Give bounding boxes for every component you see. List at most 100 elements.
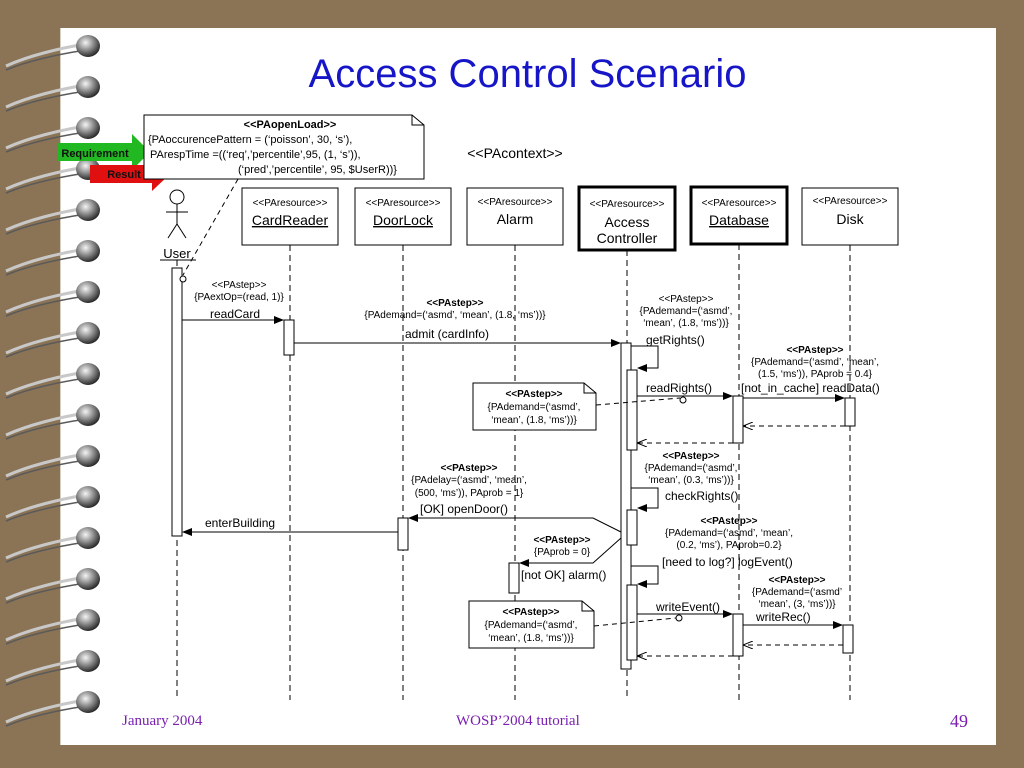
alarm-label: [not OK] alarm() (521, 568, 606, 582)
svg-text:<<PAstep>>: <<PAstep>> (440, 463, 497, 474)
openload-line2: PArespTime =((‘req’,’percentile’,95, (1,… (150, 149, 361, 161)
openload-line1: {PAoccurencePattern = (‘poisson’, 30, ‘s… (148, 134, 352, 146)
svg-text:{PAdelay=(‘asmd’, ‘mean’,: {PAdelay=(‘asmd’, ‘mean’, (411, 475, 527, 486)
binding-ring-bead (76, 363, 100, 385)
slide-title: Access Control Scenario (308, 52, 747, 96)
opendoor-arrow (408, 514, 622, 533)
lifeline-access-controller: <<PAresource>> Access Controller (577, 185, 677, 252)
step-annotation-readcard: <<PAstep>> {PAextOp=(read, 1)} (194, 280, 284, 303)
doorlock-name: DoorLock (373, 212, 434, 228)
access-controller-name: Access (604, 214, 649, 230)
doorlock-stereotype: <<PAresource>> (366, 198, 441, 209)
svg-text:{PAdemand=(‘asmd’,: {PAdemand=(‘asmd’, (640, 306, 733, 317)
svg-text:<<PAstep>>: <<PAstep>> (768, 575, 825, 586)
user-actor: User (160, 189, 196, 261)
writerec-label: writeRec() (755, 610, 811, 624)
step-annotation-readdata: <<PAstep>> {PAdemand=(‘asmd’, ‘mean’, (1… (751, 345, 879, 380)
getrights-label: getRights() (646, 333, 705, 347)
svg-text:<<PAstep>>: <<PAstep>> (505, 389, 562, 400)
step-annotation-getrights: <<PAstep>> {PAdemand=(‘asmd’, ‘mean’, (1… (640, 294, 733, 329)
openload-stereotype: <<PAopenLoad>> (244, 119, 337, 131)
svg-text:{PAdemand=(‘asmd’, ‘mean’,: {PAdemand=(‘asmd’, ‘mean’, (665, 528, 793, 539)
step-note-readrights: <<PAstep>> {PAdemand=(‘asmd’, ‘mean’, (1… (472, 382, 597, 431)
step-annotation-checkrights: <<PAstep>> {PAdemand=(‘asmd’, ‘mean’, (0… (645, 451, 738, 486)
writeevent-label: writeEvent() (655, 600, 720, 614)
svg-text:<<PAstep>>: <<PAstep>> (659, 294, 714, 305)
lifeline-database: <<PAresource>> Database (689, 185, 789, 246)
database-activation-1 (732, 395, 744, 444)
svg-text:‘mean’, (1.8, ‘ms’))}: ‘mean’, (1.8, ‘ms’))} (643, 318, 729, 329)
binding-ring-bead (76, 35, 100, 57)
checkrights-arrow (631, 487, 659, 512)
checkrights-label: checkRights() (665, 489, 738, 503)
svg-text:<<PAstep>>: <<PAstep>> (212, 280, 267, 291)
svg-text:<<PAstep>>: <<PAstep>> (533, 535, 590, 546)
step-annotation-logevent: <<PAstep>> {PAdemand=(‘asmd’, ‘mean’, (0… (665, 516, 793, 551)
lifeline-doorlock: <<PAresource>> DoorLock (354, 187, 452, 246)
readcard-label: readCard (210, 307, 260, 321)
opendoor-label: [OK] openDoor() (420, 502, 508, 516)
openload-note: <<PAopenLoad>> {PAoccurencePattern = (‘p… (143, 114, 425, 180)
svg-text:{PAdemand=(‘asmd’, ‘mean’,: {PAdemand=(‘asmd’, ‘mean’, (751, 357, 879, 368)
admit-label: admit (cardInfo) (405, 327, 489, 341)
svg-text:{PAdemand=(‘asmd’,: {PAdemand=(‘asmd’, (488, 402, 581, 413)
svg-text:(1.5, ‘ms’)), PAprob = 0.4}: (1.5, ‘ms’)), PAprob = 0.4} (758, 369, 873, 380)
step-annotation-alarm: <<PAstep>> {PAprob = 0} (533, 535, 590, 558)
svg-text:{PAdemand=(‘asmd’, ‘mean’, (1.: {PAdemand=(‘asmd’, ‘mean’, (1.8, ‘ms’))} (364, 310, 546, 321)
actor-name: User (163, 246, 191, 261)
footer-title: WOSP’2004 tutorial (456, 713, 580, 729)
lifeline-alarm: <<PAresource>> Alarm (466, 187, 564, 246)
cardreader-stereotype: <<PAresource>> (253, 198, 328, 209)
svg-text:‘mean’, (1.8, ‘ms’))}: ‘mean’, (1.8, ‘ms’))} (491, 415, 577, 426)
lifeline-cardreader: <<PAresource>> CardReader (241, 187, 339, 246)
footer-date: January 2004 (122, 713, 203, 729)
disk-activation-1 (844, 397, 856, 427)
binding-ring-bead (76, 691, 100, 713)
alarm-activation (508, 562, 520, 594)
binding-ring-bead (76, 240, 100, 262)
doorlock-activation (397, 517, 409, 551)
result-label: Result (107, 169, 141, 181)
cardreader-activation (283, 319, 295, 356)
access-controller-name2: Controller (597, 230, 658, 246)
svg-text:<<PAstep>>: <<PAstep>> (426, 298, 483, 309)
getrights-arrow (631, 345, 659, 372)
spiral-binding (5, 35, 100, 727)
svg-text:<<PAstep>>: <<PAstep>> (662, 451, 719, 462)
readrights-label: readRights() (646, 381, 712, 395)
svg-text:(500, ‘ms’)), PAprob = 1}: (500, ‘ms’)), PAprob = 1} (415, 488, 524, 499)
svg-text:<<PAstep>>: <<PAstep>> (786, 345, 843, 356)
binding-ring-bead (76, 609, 100, 631)
access-controller-stereotype: <<PAresource>> (590, 199, 665, 210)
controller-activation (620, 342, 632, 670)
binding-ring-bead (76, 322, 100, 344)
alarm-stereotype: <<PAresource>> (478, 197, 553, 208)
binding-ring-bead (76, 199, 100, 221)
svg-text:‘mean’, (1.8, ‘ms’))}: ‘mean’, (1.8, ‘ms’))} (488, 633, 574, 644)
controller-activation-checkrights (626, 509, 638, 546)
svg-text:‘mean’, (0.3, ‘ms’))}: ‘mean’, (0.3, ‘ms’))} (648, 475, 734, 486)
binding-ring-bead (76, 445, 100, 467)
svg-text:{PAextOp=(read, 1)}: {PAextOp=(read, 1)} (194, 292, 284, 303)
logevent-label: [need to log?] logEvent() (662, 555, 793, 569)
binding-ring-bead (76, 650, 100, 672)
disk-name: Disk (836, 211, 864, 227)
user-activation (171, 267, 183, 537)
svg-text:<<PAstep>>: <<PAstep>> (700, 516, 757, 527)
database-stereotype: <<PAresource>> (702, 198, 777, 209)
logevent-arrow (631, 565, 659, 588)
binding-ring-bead (76, 281, 100, 303)
step-annotation-opendoor: <<PAstep>> {PAdelay=(‘asmd’, ‘mean’, (50… (411, 463, 527, 499)
alarm-name: Alarm (497, 211, 534, 227)
page-number: 49 (950, 711, 968, 731)
binding-ring-bead (76, 568, 100, 590)
cardreader-name: CardReader (252, 212, 329, 228)
svg-text:{PAdemand=(‘asmd’,: {PAdemand=(‘asmd’, (485, 620, 578, 631)
step-note-writeevent: <<PAstep>> {PAdemand=(‘asmd’, ‘mean’, (1… (468, 600, 595, 649)
binding-ring-bead (76, 76, 100, 98)
database-name: Database (709, 212, 769, 228)
step-annotation-writerec: <<PAstep>> {PAdemand=(‘asmd’ ‘mean’, (3,… (752, 575, 842, 610)
disk-activation-2 (842, 624, 854, 654)
enterbuilding-label: enterBuilding (205, 516, 275, 530)
